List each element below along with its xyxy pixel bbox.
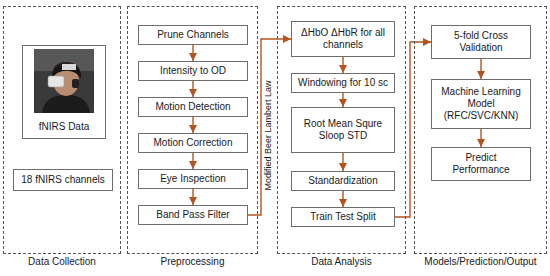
box-label: fNIRS Data — [39, 121, 90, 132]
panel-label: Models/Prediction/Output — [409, 256, 550, 268]
image-box: fNIRS Data — [22, 45, 106, 139]
flow-arrow — [480, 59, 481, 79]
process-box: ΔHbO ΔHbR for all channels — [291, 21, 395, 57]
box-label: Root Mean Squre Sloop STD — [296, 118, 390, 142]
flow-arrow — [395, 42, 431, 217]
process-box: Predict Performance — [431, 147, 531, 181]
process-box: Windowing for 10 sc — [291, 73, 395, 93]
box-label: Band Pass Filter — [156, 209, 229, 221]
flow-arrow — [342, 93, 343, 107]
stage-panel: Models/Prediction/Output5-fold Cross Val… — [414, 6, 547, 254]
process-box: Machine Learning Model (RFC/SVC/KNN) — [431, 79, 531, 129]
flow-arrow — [480, 129, 481, 147]
box-label: 18 fNIRS channels — [21, 174, 104, 186]
box-label: Train Test Split — [310, 211, 376, 223]
photo-ground — [34, 49, 94, 113]
box-label: 5-fold Cross Validation — [436, 30, 526, 54]
panel-label: Data Collection — [0, 256, 126, 268]
headphone — [72, 79, 79, 88]
box-label: Prune Channels — [157, 29, 229, 41]
process-box: 5-fold Cross Validation — [431, 25, 531, 59]
process-box: 18 fNIRS channels — [13, 169, 113, 191]
box-label: Eye Inspection — [160, 173, 226, 185]
box-label: Intensity to OD — [160, 65, 226, 77]
panel-label: Preprocessing — [122, 256, 263, 268]
headset-photo — [34, 49, 94, 113]
shoulders — [42, 95, 90, 113]
flow-arrow — [192, 45, 193, 61]
flow-arrow — [248, 39, 291, 215]
headset-optodes — [62, 64, 76, 70]
box-label: Windowing for 10 sc — [298, 77, 388, 89]
process-box: Root Mean Squre Sloop STD — [291, 107, 395, 153]
flow-arrow — [192, 153, 193, 169]
process-box: Prune Channels — [138, 25, 248, 45]
flow-arrow — [342, 57, 343, 73]
stage-panel: Data AnalysisΔHbO ΔHbR for all channelsW… — [277, 6, 406, 254]
process-box: Band Pass Filter — [138, 205, 248, 225]
process-box: Intensity to OD — [138, 61, 248, 81]
flow-arrow — [192, 81, 193, 97]
process-box: Train Test Split — [291, 207, 395, 227]
box-label: Predict Performance — [436, 152, 526, 176]
edge-label: Modified Beer Lambert Law — [263, 79, 274, 191]
process-box: Motion Detection — [138, 97, 248, 117]
flow-arrow — [342, 191, 343, 207]
process-box: Motion Correction — [138, 133, 248, 153]
panel-label: Data Analysis — [272, 256, 411, 268]
process-box: Eye Inspection — [138, 169, 248, 189]
box-label: Motion Detection — [155, 101, 230, 113]
box-label: Motion Correction — [154, 137, 233, 149]
vr-goggles — [48, 76, 64, 87]
photo-wall — [34, 49, 94, 71]
box-label: Standardization — [308, 175, 378, 187]
flow-arrow — [342, 153, 343, 171]
flow-arrow — [192, 117, 193, 133]
process-box: Standardization — [291, 171, 395, 191]
box-label: ΔHbO ΔHbR for all channels — [296, 27, 390, 51]
box-label: Machine Learning Model (RFC/SVC/KNN) — [436, 86, 526, 122]
stage-panel: PreprocessingPrune ChannelsIntensity to … — [127, 6, 258, 254]
stage-panel: Data CollectionfNIRS Data18 fNIRS channe… — [3, 6, 121, 254]
flow-arrow — [192, 189, 193, 205]
